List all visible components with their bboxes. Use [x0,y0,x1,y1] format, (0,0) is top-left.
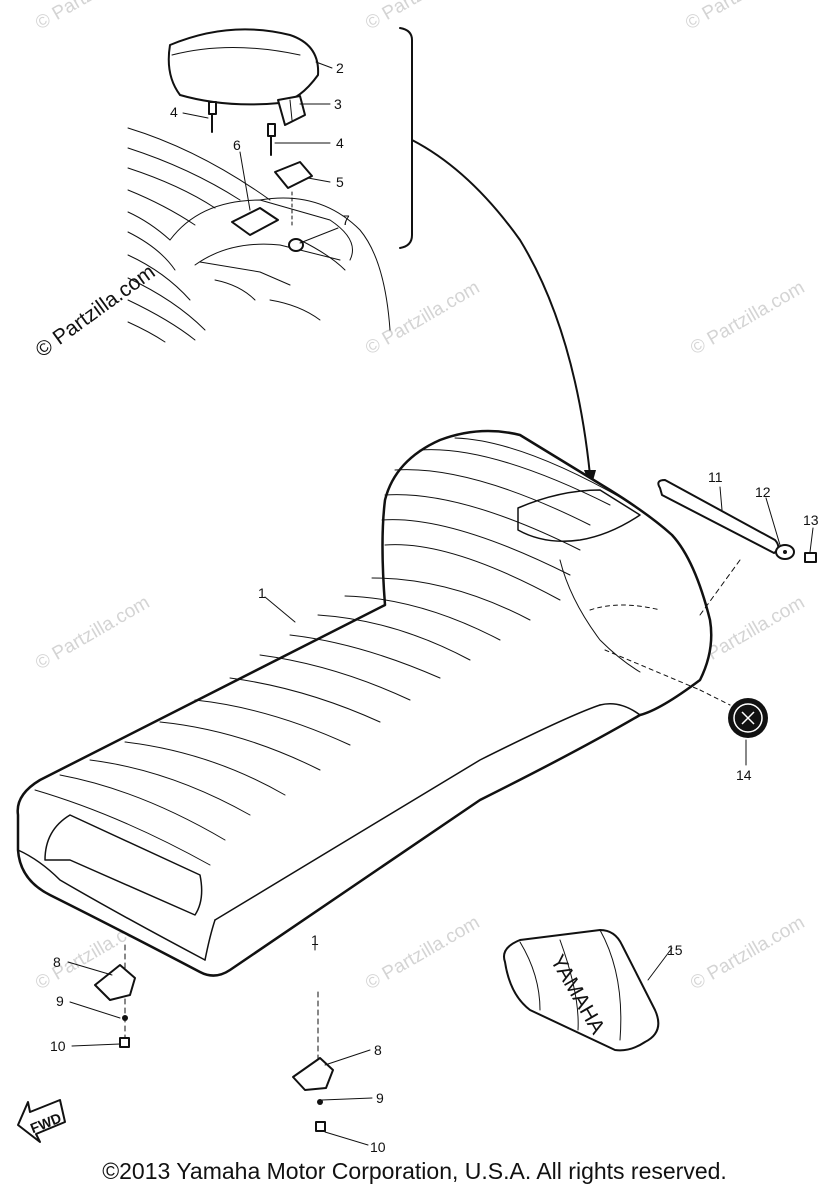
screw-part-13 [804,552,817,563]
partzilla-watermark: © Partzilla.com [31,260,159,362]
washer-part-12 [775,544,795,560]
watermark: © Partzilla.com [362,0,483,34]
callout-7: 7 [342,212,350,228]
callout-13: 13 [803,512,819,528]
callout-9: 9 [376,1090,384,1106]
callout-3: 3 [334,96,342,112]
assembly-bracket [399,27,596,488]
watermark: © Partzilla.com [362,912,483,994]
callout-2: 2 [336,60,344,76]
callout-4: 4 [170,104,178,120]
callout-4: 4 [336,135,344,151]
copyright-notice: ©2013 Yamaha Motor Corporation, U.S.A. A… [102,1158,727,1184]
watermark: © Partzilla.com [687,912,808,994]
callout-10: 10 [370,1139,386,1155]
callout-14: 14 [736,767,752,783]
inset-seat-section [127,127,391,343]
callout-8: 8 [53,954,61,970]
right-mount-parts [292,939,334,1132]
main-leaders [67,486,814,1146]
cushion-part-2 [167,28,320,106]
watermark: © Partzilla.com [682,0,803,34]
emblem-part-14 [699,689,768,738]
callout-10: 10 [50,1038,66,1054]
callouts: 2 3 4 4 6 5 7 1 11 12 13 14 15 1 8 9 10 … [50,60,819,1155]
callout-9: 9 [56,993,64,1009]
screw-part-4 [208,101,276,156]
watermark: © Partzilla.com [362,277,483,359]
plate-part-6 [231,207,279,236]
callout-15: 15 [667,942,683,958]
callout-6: 6 [233,137,241,153]
callout-11: 11 [708,469,723,485]
watermark: © Partzilla.com [32,592,153,674]
watermark: © Partzilla.com [32,0,153,34]
tool-bag-part-15: YAMAHA [503,929,660,1052]
left-mount-parts [94,944,136,1048]
latch-clip-part-3 [277,95,306,126]
fwd-arrow-icon: FWD [17,1099,66,1143]
callout-5: 5 [336,174,344,190]
washer-part-7 [288,238,304,252]
callout-12: 12 [755,484,771,500]
inset-leaders [182,61,339,244]
callout-1: 1 [311,932,319,948]
watermark: © Partzilla.com [687,277,808,359]
callout-8: 8 [374,1042,382,1058]
seat-part-1 [16,429,713,977]
callout-1: 1 [258,585,266,601]
bracket-part-5 [274,161,313,189]
